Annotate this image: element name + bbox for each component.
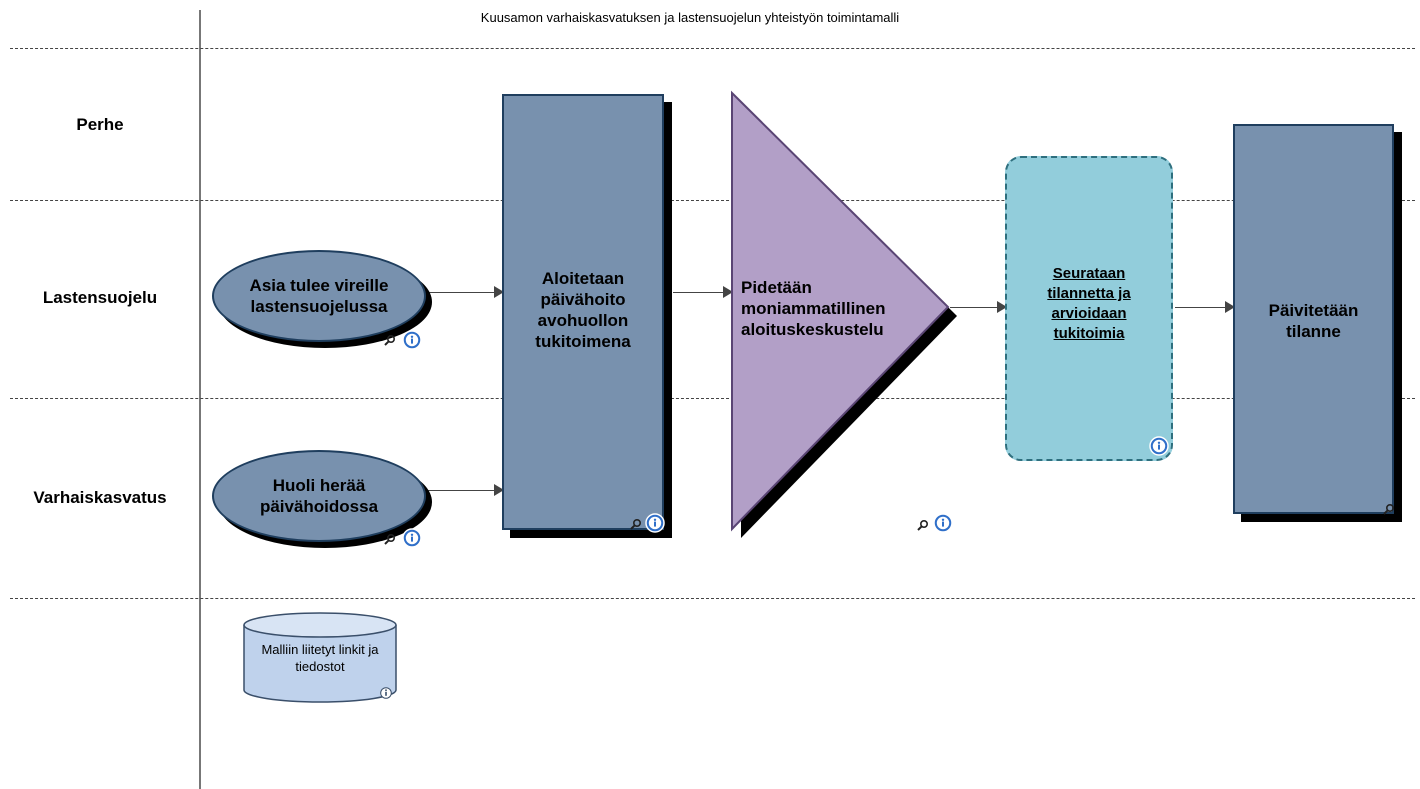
process-label: Asia tulee vireille lastensuojelussa (249, 276, 389, 316)
process-seurataan-tilannetta[interactable]: Seurataan tilannetta ja arvioidaan tukit… (1005, 156, 1173, 461)
connector-arrow (428, 286, 504, 298)
lane-separator-vertical (199, 10, 201, 789)
lane-divider (10, 598, 1415, 599)
process-label: Aloitetaan päivähoito avohuollon tukitoi… (535, 269, 631, 351)
info-icon[interactable] (402, 330, 422, 350)
database-icon[interactable] (242, 612, 400, 704)
magnifier-icon[interactable] (384, 334, 396, 346)
magnifier-icon[interactable] (917, 519, 929, 531)
magnifier-icon[interactable] (1383, 503, 1395, 515)
process-label: Päivitetään tilanne (1268, 301, 1359, 341)
connector-arrow (1175, 301, 1235, 313)
connector-arrow (428, 484, 504, 496)
lane-label-varhaiskasvatus: Varhaiskasvatus (33, 488, 167, 507)
process-pidetaan-keskustelu[interactable] (725, 88, 965, 544)
connector-arrow (673, 286, 733, 298)
lane-divider (10, 48, 1415, 49)
info-icon[interactable] (645, 513, 665, 533)
info-icon[interactable] (1149, 436, 1169, 456)
process-aloitetaan-paivahoito[interactable]: Aloitetaan päivähoito avohuollon tukitoi… (502, 94, 664, 530)
magnifier-icon[interactable] (630, 518, 642, 530)
process-asia-tulee-vireille[interactable]: Asia tulee vireille lastensuojelussa (212, 250, 426, 342)
lane-divider (10, 200, 1415, 201)
process-label: Huoli herää päivähoidossa (259, 476, 379, 516)
process-label: Pidetään moniammatillinen aloituskeskust… (741, 278, 886, 339)
info-icon[interactable] (933, 513, 953, 533)
process-huoli-heraa[interactable]: Huoli herää päivähoidossa (212, 450, 426, 542)
process-link-label[interactable]: Seurataan tilannetta ja arvioidaan tukit… (1047, 265, 1131, 342)
lane-divider (10, 398, 1415, 399)
info-icon[interactable] (380, 687, 392, 699)
lane-label-perhe: Perhe (76, 115, 124, 134)
diagram-title: Kuusamon varhaiskasvatuksen ja lastensuo… (480, 10, 900, 25)
info-icon[interactable] (402, 528, 422, 548)
database-label: Malliin liitetyt linkit ja tiedostot (261, 642, 379, 674)
magnifier-icon[interactable] (384, 533, 396, 545)
connector-arrow (950, 301, 1007, 313)
lane-label-lastensuojelu: Lastensuojelu (42, 288, 158, 307)
process-paivitetaan-tilanne[interactable]: Päivitetään tilanne (1233, 124, 1394, 514)
